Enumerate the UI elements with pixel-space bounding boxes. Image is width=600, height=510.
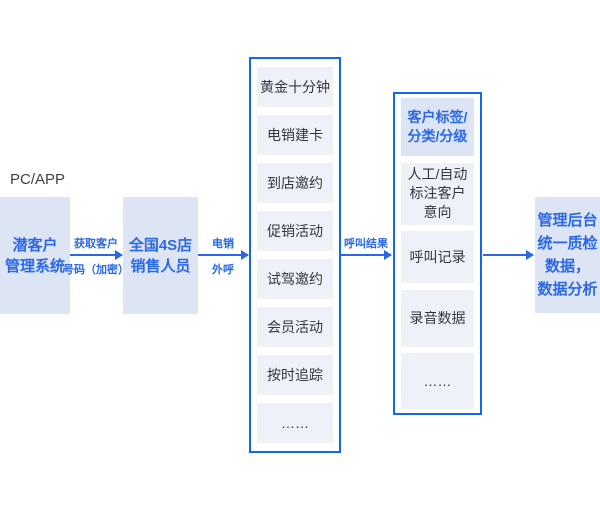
result-line: …… xyxy=(423,372,452,389)
platform-label: PC/APP xyxy=(10,171,66,188)
result-item-intent-labeling: 人工/自动 标注客户 意向 xyxy=(401,162,474,225)
result-item-ellipsis: …… xyxy=(401,353,474,409)
call-results-panel: 客户标签/ 分类/分级 人工/自动 标注客户 意向 呼叫记录 录音数据 …… xyxy=(393,92,482,415)
node-prospect-management-system: 潜客户 管理系统 xyxy=(0,197,70,314)
arrow-label-top: 电销 xyxy=(212,238,234,250)
task-item: 黄金十分钟 xyxy=(257,67,333,107)
result-line: 呼叫记录 xyxy=(409,248,466,265)
node-admin-backend-qc-analysis: 管理后台 统一质检 数据， 数据分析 xyxy=(535,197,600,313)
node-line: 管理系统 xyxy=(4,257,65,275)
node-line: 数据分析 xyxy=(537,281,598,298)
arrow-acquire-number: 获取客户 号码（加密） xyxy=(63,238,129,276)
node-line: 统一质检 xyxy=(537,235,598,252)
arrow-label-bottom: 外呼 xyxy=(212,264,234,276)
node-line: 全国4S店 xyxy=(128,236,193,254)
task-item: 试驾邀约 xyxy=(257,259,333,299)
arrow-telemarketing-outbound: 电销 外呼 xyxy=(198,238,249,276)
result-line: 客户标签/ xyxy=(407,109,468,125)
task-item: 到店邀约 xyxy=(257,163,333,203)
result-header-customer-tagging: 客户标签/ 分类/分级 xyxy=(401,98,474,156)
node-line: 数据， xyxy=(544,258,590,275)
arrow-to-admin-backend xyxy=(483,250,534,260)
result-line: 标注客户 xyxy=(409,185,466,201)
result-line: 录音数据 xyxy=(409,309,466,326)
task-item: 促销活动 xyxy=(257,211,333,251)
result-line: 人工/自动 xyxy=(407,166,468,182)
node-line: 销售人员 xyxy=(130,257,191,275)
task-item-ellipsis: …… xyxy=(257,403,333,443)
result-line: 分类/分级 xyxy=(407,128,468,144)
node-line: 管理后台 xyxy=(537,212,598,229)
arrow-label-bottom: 号码（加密） xyxy=(63,264,129,276)
task-item: 会员活动 xyxy=(257,307,333,347)
result-item-call-records: 呼叫记录 xyxy=(401,231,474,283)
task-item: 电销建卡 xyxy=(257,115,333,155)
arrow-call-result: 呼叫结果 xyxy=(341,238,392,260)
call-tasks-panel: 黄金十分钟 电销建卡 到店邀约 促销活动 试驾邀约 会员活动 按时追踪 …… xyxy=(249,57,341,453)
result-line: 意向 xyxy=(423,204,452,220)
task-item: 按时追踪 xyxy=(257,355,333,395)
node-line: 潜客户 xyxy=(12,236,58,254)
arrow-label-top: 呼叫结果 xyxy=(344,238,388,250)
node-4s-store-sales: 全国4S店 销售人员 xyxy=(123,197,198,314)
arrow-label-top: 获取客户 xyxy=(74,238,118,250)
result-item-recording-data: 录音数据 xyxy=(401,289,474,347)
